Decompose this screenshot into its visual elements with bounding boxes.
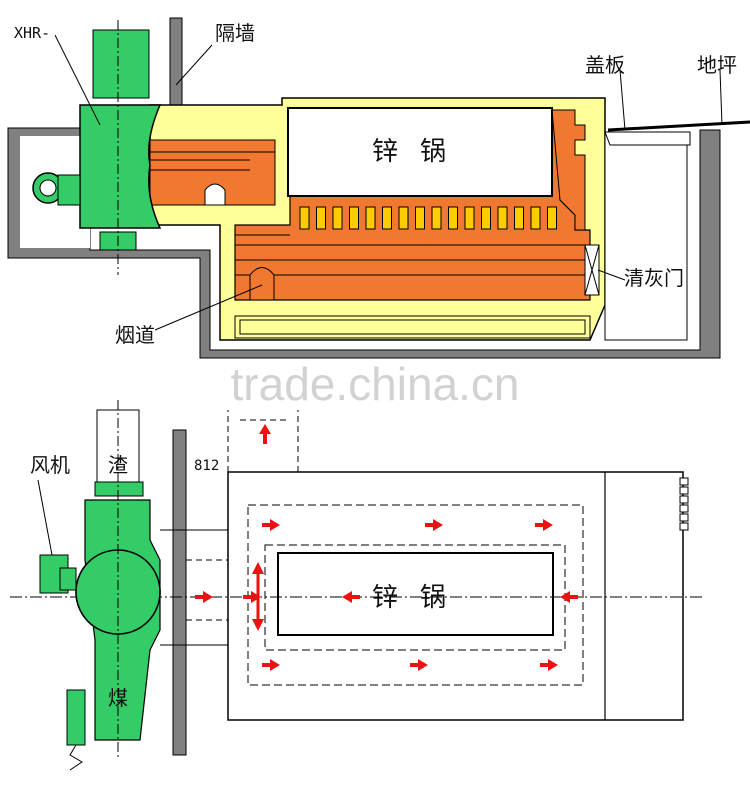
vent-slot <box>679 495 689 504</box>
cover-plate <box>604 131 691 146</box>
burner-model-label: XHR- <box>14 24 50 42</box>
flue-cell <box>431 206 442 230</box>
motor <box>66 689 86 746</box>
leader-xhr <box>54 34 101 126</box>
fan-label: 风机 <box>30 453 70 477</box>
vent-slot <box>679 486 689 495</box>
flue-cell <box>332 206 343 230</box>
flue-cell <box>382 206 392 230</box>
dimension-label: 812 <box>194 458 219 474</box>
zinc-pot-plan <box>277 552 554 636</box>
ash-door-label: 清灰门 <box>624 266 684 290</box>
slag-label: 渣 <box>108 453 128 477</box>
flue-cell <box>481 206 491 230</box>
burner-top-box <box>92 29 150 99</box>
section-view: 锌锅 XHR- 隔 <box>7 17 750 359</box>
burner-body <box>79 104 162 229</box>
vent-slot <box>679 504 689 513</box>
zinc-pot-section <box>287 107 553 197</box>
partition-wall <box>169 17 183 109</box>
leader-partition <box>175 44 213 86</box>
flow-arrow <box>262 659 280 671</box>
flue-cells <box>299 206 557 230</box>
flue-cell <box>398 206 409 230</box>
flow-arrow <box>425 519 443 531</box>
cover-plate-area <box>604 131 688 341</box>
upper-flue-opening <box>204 183 226 206</box>
flow-arrow <box>243 591 261 603</box>
bottom-slab <box>234 315 591 339</box>
zinc-pot-label: 锌锅 <box>372 137 468 167</box>
flow-arrow <box>342 591 360 603</box>
flue-cell <box>349 206 359 230</box>
flue-cell <box>415 206 425 230</box>
right-slots <box>679 477 689 531</box>
refractory-stepped-wall <box>551 109 586 231</box>
flue-cell <box>497 206 508 230</box>
flue-label: 烟道 <box>115 323 155 347</box>
flow-arrow <box>535 519 553 531</box>
plan-view: 锌锅 渣 煤 风机 812 <box>10 400 705 771</box>
vent-slot <box>679 477 689 486</box>
split-arrow <box>252 562 264 631</box>
ground-line <box>607 120 750 132</box>
plan-zinc-pot-label: 锌锅 <box>372 583 468 613</box>
leader-ground <box>719 69 723 126</box>
flow-arrow <box>262 519 280 531</box>
partition-wall-label: 隔墙 <box>215 21 255 45</box>
vent-slot <box>679 513 689 522</box>
flue-cell <box>547 206 557 230</box>
plan-partition-wall <box>172 429 187 756</box>
flow-arrow <box>259 424 271 444</box>
flue-cell <box>299 206 310 230</box>
flue-cell <box>530 206 541 230</box>
leader-flue <box>154 284 263 331</box>
leader-fan <box>37 479 53 556</box>
flue-cell <box>514 206 524 230</box>
flue-cell <box>365 206 376 230</box>
flue-arch <box>249 267 275 301</box>
vent-slot <box>679 522 689 531</box>
leader-cover <box>619 69 626 131</box>
watermark: trade.china.cn <box>231 358 520 410</box>
flow-arrow <box>540 659 558 671</box>
flow-arrow <box>195 591 213 603</box>
cover-plate-label: 盖板 <box>585 53 625 77</box>
flow-arrow <box>560 591 578 603</box>
refractory-upper <box>149 139 276 206</box>
flow-arrows <box>195 424 578 671</box>
ground-level-label: 地坪 <box>697 53 737 77</box>
flue-cell <box>448 206 458 230</box>
exhaust-duct <box>227 410 299 472</box>
leader-ashdoor <box>597 269 626 281</box>
flow-arrow <box>410 659 428 671</box>
flue-cell <box>464 206 475 230</box>
flue-cell <box>316 206 326 230</box>
